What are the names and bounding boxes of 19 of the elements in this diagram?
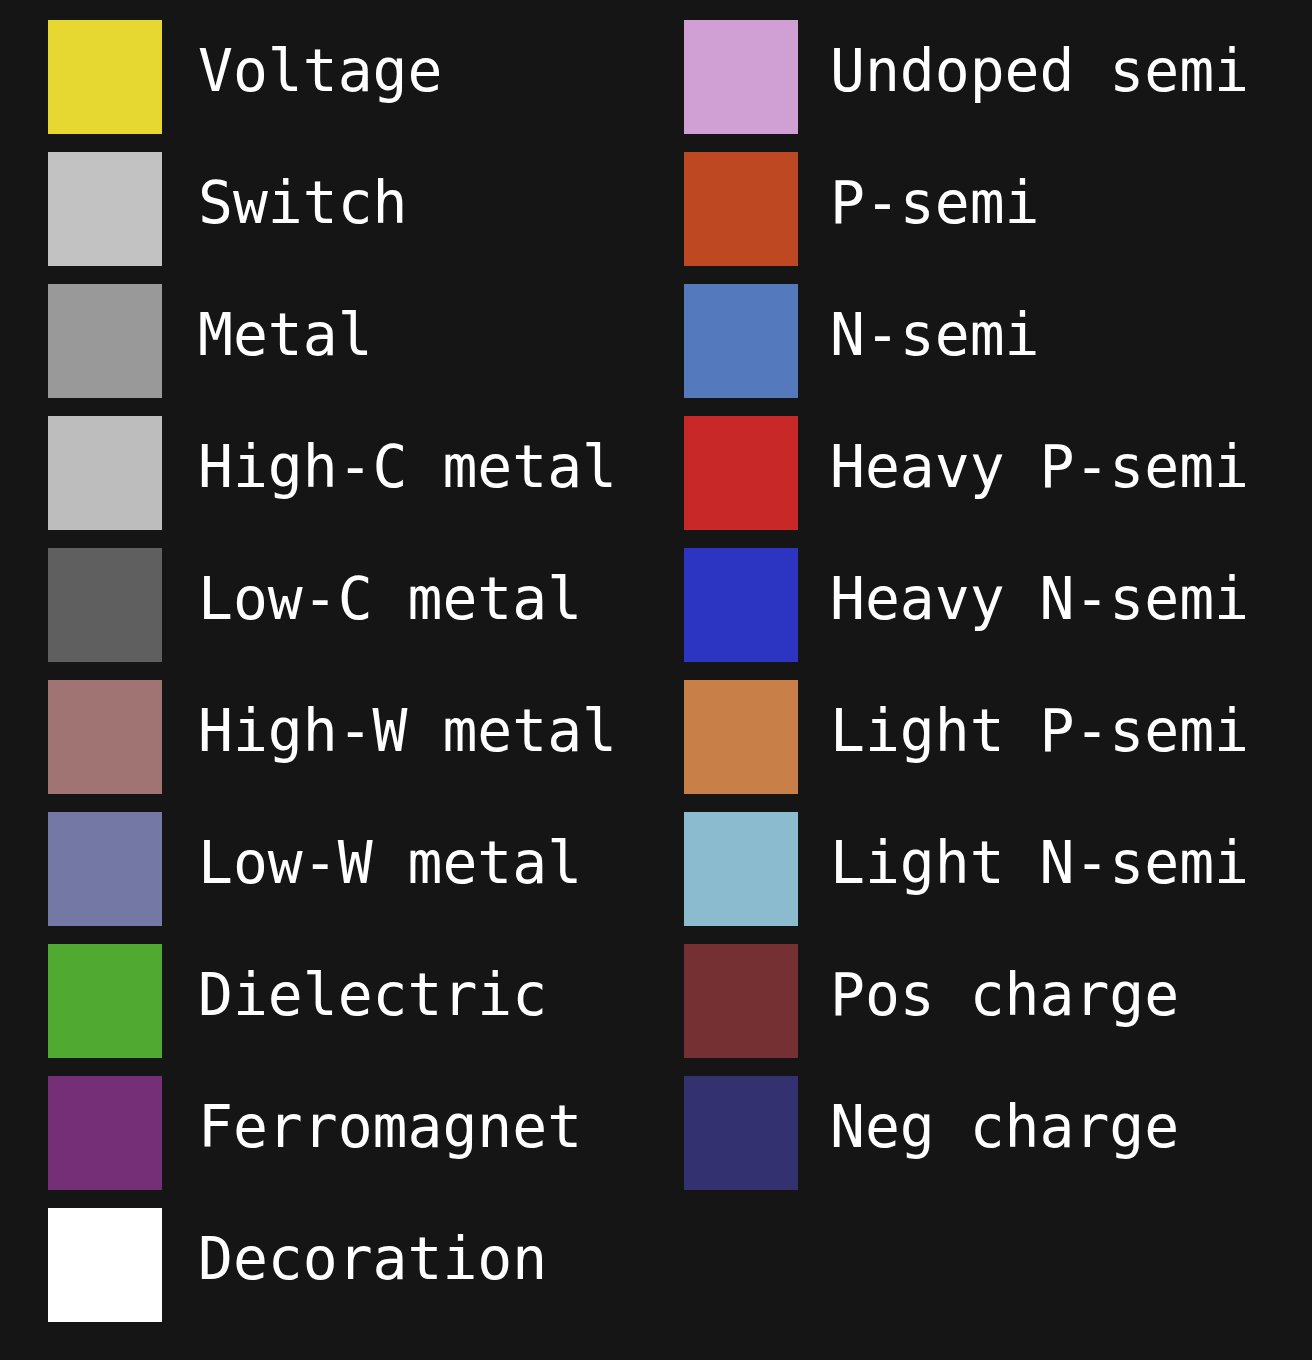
legend-label: Ferromagnet: [198, 1092, 583, 1162]
legend-label: High-W metal: [198, 696, 618, 766]
legend-label: Undoped semi: [830, 36, 1250, 106]
legend-label: Pos charge: [830, 960, 1180, 1030]
legend-label: Dielectric: [198, 960, 548, 1030]
legend-label: Light N-semi: [830, 828, 1250, 898]
legend-label: Low-W metal: [198, 828, 583, 898]
legend-label: Light P-semi: [830, 696, 1250, 766]
legend-label: Low-C metal: [198, 564, 583, 634]
legend-label: Neg charge: [830, 1092, 1180, 1162]
legend-label: Heavy P-semi: [830, 432, 1250, 502]
legend-label: Switch: [198, 168, 408, 238]
legend-label: P-semi: [830, 168, 1040, 238]
legend-label: Decoration: [198, 1224, 548, 1294]
legend-label: Metal: [198, 300, 373, 370]
legend-label: Voltage: [198, 36, 443, 106]
legend-label: N-semi: [830, 300, 1040, 370]
legend-label: High-C metal: [198, 432, 618, 502]
legend-label: Heavy N-semi: [830, 564, 1250, 634]
